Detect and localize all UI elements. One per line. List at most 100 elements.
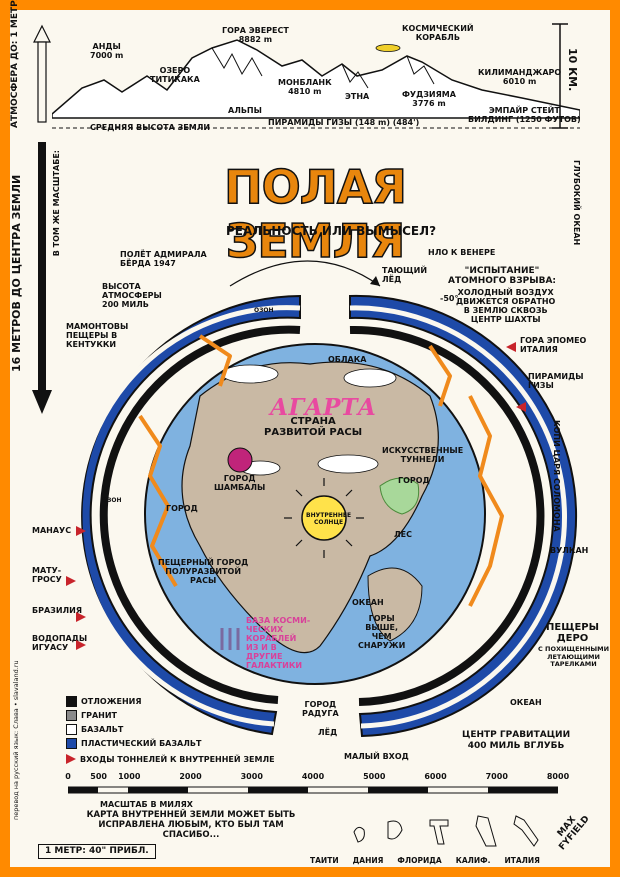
scale-tick-label: 2000: [179, 772, 202, 781]
label-avg-height: СРЕДНЯЯ ВЫСОТА ЗЕМЛИ: [90, 123, 211, 132]
crust-right: [349, 294, 577, 738]
label-atmo-height: ВЫСОТА АТМОСФЕРЫ 200 МИЛЬ: [102, 282, 162, 309]
scale-caption: МАСШТАБ В МИЛЯХ: [100, 800, 193, 809]
label-atomic-body: ХОЛОДНЫЙ ВОЗДУХ ДВИЖЕТСЯ ОБРАТНО В ЗЕМЛЮ…: [456, 288, 556, 324]
label-manaus: МАНАУС: [32, 526, 72, 535]
label-empire-state: ЭМПАЙР СТЕЙТ БИЛДИНГ (1250 ФУТОВ): [468, 106, 581, 124]
atmosphere-scale-label: АТМОСФЕРА ДО: 1 МЕТРА: [10, 0, 20, 128]
label-clouds: ОБЛАКА: [328, 355, 367, 364]
label-spaceship-base: БАЗА КОСМИ- ЧЕСКИХ КОРАБЛЕЙ ИЗ И В ДРУГИ…: [246, 616, 311, 670]
label-forest: ЛЕС: [394, 530, 412, 539]
legend-item: ГРАНИТ: [66, 710, 117, 721]
label-volcano: ВУЛКАН: [550, 546, 589, 555]
depth-arrow-icon: [32, 24, 52, 414]
label-mountains-higher: ГОРЫ ВЫШЕ, ЧЕМ СНАРУЖИ: [358, 614, 406, 650]
scale-ticks: 0 500 1000 2000 3000 4000 5000 6000 7000 8000: [65, 772, 569, 784]
island-shapes: [353, 815, 539, 847]
label-city1: ГОРОД: [166, 504, 198, 513]
legend-item: БАЗАЛЬТ: [66, 724, 123, 735]
label-byrd: ПОЛЁТ АДМИРАЛА БЁРДА 1947: [120, 250, 207, 268]
scale-tick-label: 8000: [546, 772, 570, 781]
label-spaceship: КОСМИЧЕСКИЙ КОРАБЛЬ: [402, 24, 474, 42]
label-ozone-top: ОЗОН: [254, 307, 274, 314]
legend-item: ПЛАСТИЧЕСКИЙ БАЗАЛЬТ: [66, 738, 201, 749]
page-subtitle: РЕАЛЬНОСТЬ ИЛИ ВЫМЫСЕЛ?: [225, 224, 437, 238]
scale-tick-label: 7000: [485, 772, 508, 781]
cloud-icon: [221, 364, 279, 384]
label-ice-bottom: ЛЁД: [318, 728, 338, 737]
agartha-label: АГАРТА: [269, 394, 377, 421]
scale-tick-label: 1000: [118, 772, 141, 781]
shambala-city-icon: [227, 447, 253, 473]
label-brazil: БРАЗИЛИЯ: [32, 606, 83, 615]
label-giza: ПИРАМИДЫ ГИЗЫ: [528, 372, 584, 390]
tunnel-entrance-arrow-icon: [76, 612, 86, 622]
footer-note: КАРТА ВНУТРЕННЕЙ ЗЕМЛИ МОЖЕТ БЫТЬ ИСПРАВ…: [86, 810, 296, 840]
page-title: ПОЛАЯ ЗЕМЛЯ: [223, 159, 407, 269]
mountain-range: [52, 39, 580, 119]
label-gravity-center: ЦЕНТР ГРАВИТАЦИИ 400 МИЛЬ ВГЛУБЬ: [462, 730, 571, 751]
label-titicaca: ОЗЕРО ТИТИКАКА: [150, 66, 200, 84]
poster: АТМОСФЕРА ДО: 1 МЕТРА 10 КМ. ГОРА ЭВЕРЕС…: [10, 0, 610, 867]
legend-swatch: [66, 738, 77, 749]
label-rainbow-city: ГОРОД РАДУГА: [302, 700, 339, 718]
label-ocean-outer: ОКЕАН: [510, 698, 542, 707]
label-pyramids: ПИРАМИДЫ ГИЗЫ (148 m) (484'): [268, 118, 420, 127]
label-alps: АЛЬПЫ: [228, 106, 262, 115]
scale-tick-label: 4000: [301, 772, 325, 781]
label-ozone-left: ОЗОН: [102, 497, 122, 504]
author-signature: MAX FYFIELD: [555, 814, 592, 853]
center-distance-label: 16 МЕТРОВ ДО ЦЕНТРА ЗЕМЛИ: [10, 174, 23, 372]
label-andes: АНДЫ 7000 m: [90, 42, 124, 60]
place-denmark: ДАНИЯ: [352, 856, 384, 865]
label-kilimanjaro: КИЛИМАНДЖАРО 6010 m: [478, 68, 562, 86]
spaceship-icon: [375, 44, 401, 52]
place-florida: ФЛОРИДА: [397, 856, 442, 865]
label-city2: ГОРОД: [398, 476, 430, 485]
label-mammoth: МАМОНТОВЫ ПЕЩЕРЫ В КЕНТУККИ: [66, 322, 129, 349]
label-shambala: ГОРОД ШАМБАЛЫ: [214, 474, 266, 492]
place-california: КАЛИФ.: [455, 856, 491, 865]
label-country: СТРАНА РАЗВИТОЙ РАСЫ: [264, 416, 363, 438]
label-montblanc: МОНБЛАНК 4810 m: [278, 78, 332, 96]
label-minus50: -50°: [440, 294, 459, 303]
scale-tick-label: 5000: [363, 772, 386, 781]
scale-tick-label: 500: [90, 772, 107, 781]
label-everest: ГОРА ЭВЕРЕСТ 8882 m: [222, 26, 289, 44]
label-ufo-venus: НЛО К ВЕНЕРЕ: [428, 248, 496, 257]
place-italy: ИТАЛИЯ: [504, 856, 540, 865]
scale-tick-label: 6000: [424, 772, 447, 781]
mountain-panel: [52, 18, 580, 136]
scale-note-label: В ТОМ ЖЕ МАСШТАБЕ:: [52, 150, 61, 257]
footer-places: ТАИТИ ДАНИЯ ФЛОРИДА КАЛИФ. ИТАЛИЯ: [310, 856, 540, 865]
label-small-entrance: МАЛЫЙ ВХОД: [344, 752, 409, 761]
label-epomeo: ГОРА ЭПОМЕО ИТАЛИЯ: [520, 336, 587, 354]
legend-swatch: [66, 724, 77, 735]
right-scale-label: 10 КМ.: [566, 48, 579, 92]
legend-swatch: [66, 710, 77, 721]
label-cave-city: ПЕЩЕРНЫЙ ГОРОД ПОЛУРАЗВИТОЙ РАСЫ: [158, 558, 249, 585]
label-dero-sub: С ПОХИЩЕННЫМИ ЛЕТАЮЩИМИ ТАРЕЛКАМИ: [538, 645, 610, 668]
legend-item: ВХОДЫ ТОННЕЛЕЙ К ВНУТРЕННЕЙ ЗЕМЛЕ: [66, 754, 275, 764]
ocean-depth-label: ГЛУБОКИЙ ОКЕАН: [572, 160, 581, 246]
label-inner-sun: ВНУТРЕННЕЕ СОЛНЦЕ: [306, 512, 352, 526]
scale-tick-label: 0: [65, 772, 71, 781]
label-king-solomon: КОПИ ЦАРЯ СОЛОМОНА: [552, 420, 561, 532]
tunnel-entrance-arrow-icon: [76, 640, 86, 650]
tunnel-entrance-arrow-icon: [516, 402, 526, 412]
tunnel-entrance-arrow-icon: [76, 526, 86, 536]
scale-bar: [68, 786, 558, 794]
label-fuji: ФУДЗИЯМА 3776 m: [402, 90, 456, 108]
legend-swatch: [66, 696, 77, 707]
footer-meter: 1 МЕТР: 40" ПРИБЛ.: [38, 844, 156, 859]
translation-credit: перевод на русский язык: Слава • slavala…: [12, 660, 20, 820]
scale-tick-label: 3000: [240, 772, 263, 781]
legend-arrow-icon: [66, 754, 76, 764]
label-iguazu: ВОДОПАДЫ ИГУАСУ: [32, 634, 88, 652]
tunnel-entrance-arrow-icon: [506, 342, 516, 352]
label-atomic-title: "ИСПЫТАНИЕ" АТОМНОГО ВЗРЫВА:: [448, 266, 557, 286]
earth-cross-section: [76, 260, 577, 738]
inner-sun-icon: [284, 478, 364, 558]
label-ocean-inner: ОКЕАН: [352, 598, 384, 607]
place-tahiti: ТАИТИ: [310, 856, 339, 865]
